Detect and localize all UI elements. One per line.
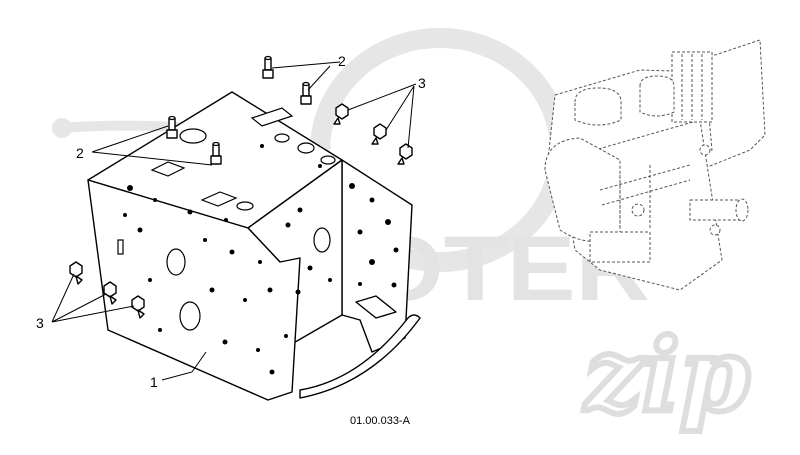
engine-bolt-a [631, 203, 645, 217]
callout-fitting-top: 2 [338, 53, 346, 69]
watermark-dot-left [52, 118, 72, 138]
engine-carburetor [574, 87, 622, 126]
bolt-c [397, 143, 413, 165]
frame-top-slot-a [150, 161, 186, 177]
engine-flywheel-cover [544, 137, 621, 242]
leader-2-left [91, 125, 213, 166]
callout-fitting-left: 2 [76, 145, 84, 161]
callout-bolts-left: 3 [36, 315, 44, 331]
drawing-code: 01.00.033-A [350, 415, 411, 427]
frame-front-slot [117, 239, 124, 255]
watermark-script-text: zip [583, 316, 750, 434]
engine-air-filter [639, 75, 675, 117]
fitting-d [210, 141, 222, 165]
fitting-c [166, 115, 178, 139]
engine-bolt-c [709, 224, 721, 236]
frame-assembly [87, 91, 421, 401]
callout-frame: 1 [150, 374, 158, 390]
frame-top-hole-d [236, 201, 254, 211]
frame-front-plate [87, 179, 301, 401]
frame-top-hole-a [274, 133, 290, 143]
bolt-b [371, 123, 387, 145]
frame-rivets [123, 144, 399, 375]
frame-slot [355, 295, 397, 319]
frame-rod [299, 314, 421, 399]
frame-top-slot-b [200, 191, 238, 207]
leader-3-top [347, 83, 417, 149]
engine-mount-plate [589, 231, 651, 263]
engine-shaft-end [735, 198, 749, 222]
engine-bolt-b [699, 144, 711, 156]
frame-top-slot-c [250, 107, 294, 127]
bolt-d [69, 261, 83, 285]
leader-3-left [51, 273, 135, 323]
callout-bolts-top: 3 [418, 75, 426, 91]
frame-inner-hole [313, 227, 331, 253]
engine-outline [544, 39, 766, 291]
fittings [166, 55, 312, 165]
fitting-b [300, 81, 312, 105]
frame-front-hole-lower [179, 301, 201, 331]
bolt-a [333, 103, 349, 125]
fitting-a [262, 55, 274, 79]
leader-1 [161, 351, 207, 381]
bolt-e [103, 281, 117, 305]
frame-top-hole-c [320, 155, 336, 165]
bolt-f [131, 295, 145, 319]
frame-top-boss [179, 128, 207, 144]
frame-front-hole-upper [166, 248, 186, 276]
leader-2-top [271, 61, 341, 91]
flange-bolts [69, 103, 413, 319]
frame-top-hole-b [297, 142, 315, 154]
leader-lines [51, 61, 417, 381]
